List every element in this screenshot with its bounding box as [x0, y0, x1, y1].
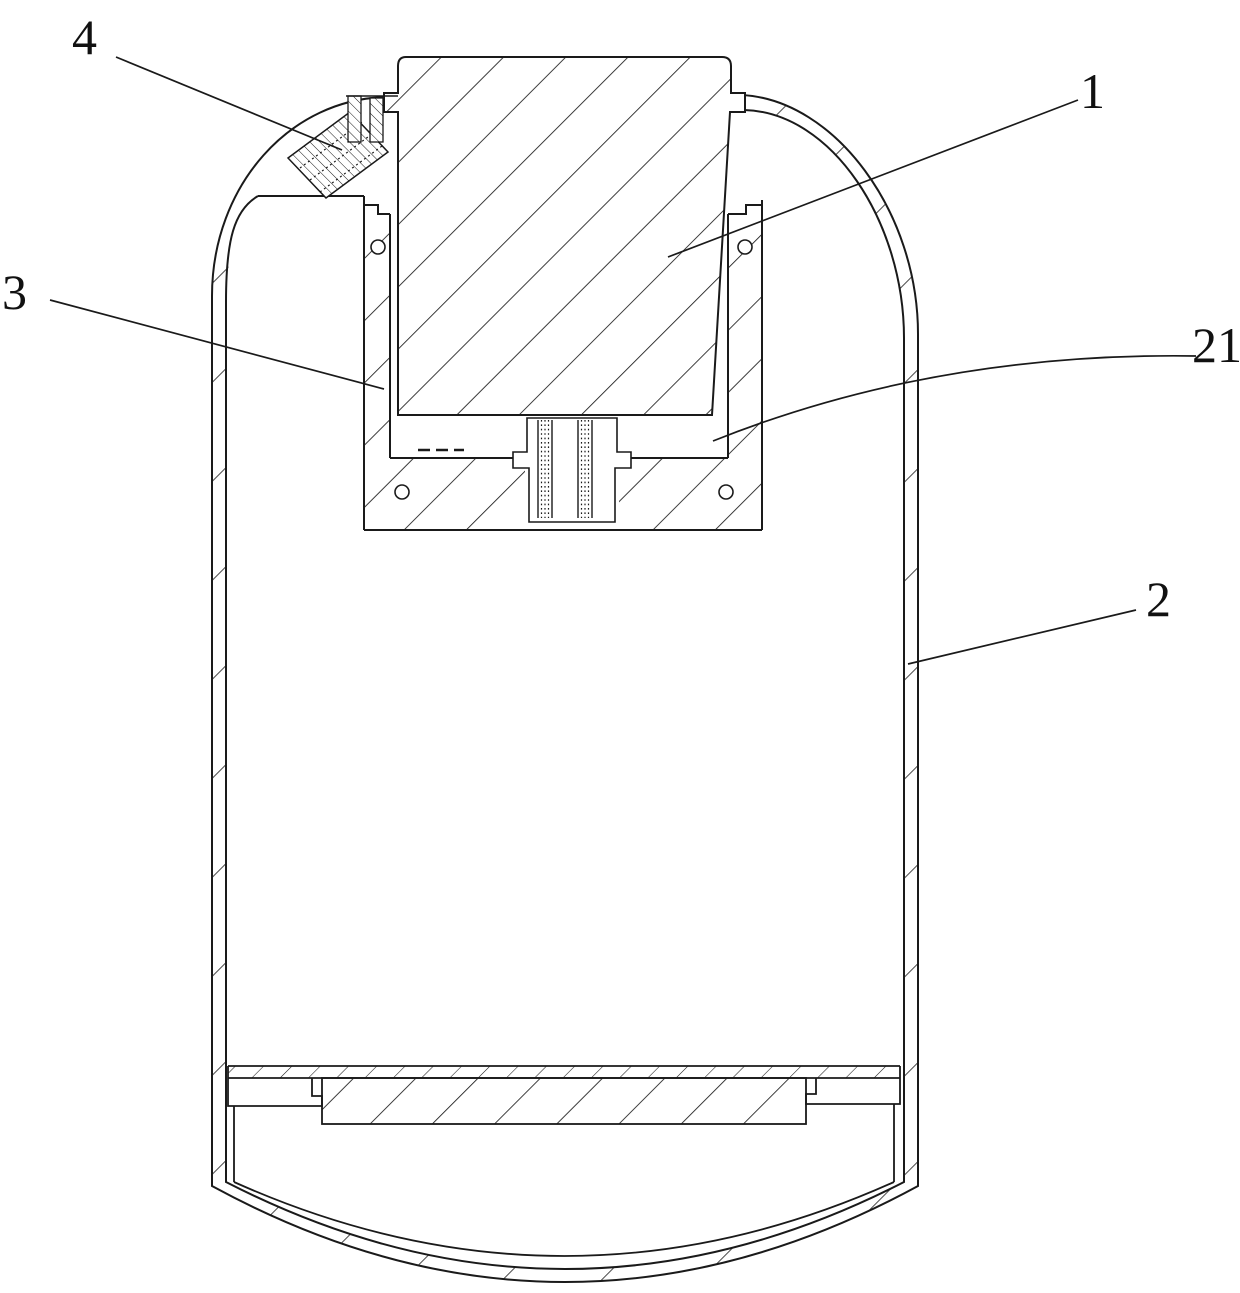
fastener-body-hatch [286, 111, 390, 199]
shell-left-wall-hatch [212, 296, 226, 1186]
shell-right-wall-hatch [904, 338, 918, 1186]
leader-line-1 [667, 99, 1079, 258]
label-1: 1 [1080, 63, 1105, 119]
leader-line-4 [115, 56, 343, 151]
connector-stipple-left [540, 420, 550, 518]
cup-bottom-band-left-hatch [364, 458, 525, 530]
bolt-hole-top-right [737, 239, 753, 255]
bolt-hole-bottom-left [394, 484, 410, 500]
connector-stipple-right [580, 420, 590, 518]
leader-line-21 [712, 354, 1197, 442]
main-block [383, 56, 746, 416]
label-2: 2 [1146, 571, 1171, 627]
bottom-plate-assembly [227, 1065, 901, 1257]
bolt-hole-bottom-right [718, 484, 734, 500]
label-21: 21 [1192, 317, 1240, 373]
block-body-hatch [383, 56, 746, 416]
left-step-outline [227, 1078, 323, 1107]
shell-bottom-hatch [212, 1182, 918, 1282]
fastener-tab-1-hatch [347, 95, 362, 143]
liner-walls [233, 1104, 895, 1182]
leader-line-2 [907, 609, 1137, 665]
connector-outline [512, 417, 632, 523]
reference-numerals: 4 1 3 21 2 [2, 9, 1240, 627]
shell-right-shoulder-hatch [742, 95, 918, 338]
liner-bottom-arc [233, 1181, 895, 1257]
connector-slot-lines [537, 420, 593, 518]
fastener-tab-2-hatch [369, 97, 384, 143]
leader-lines [49, 56, 1197, 665]
fastener [286, 95, 398, 199]
cup-bottom-band-right-hatch [619, 458, 762, 530]
thin-plate-hatch [228, 1066, 900, 1078]
bottom-band-hatch [321, 1077, 807, 1125]
cup-outline [363, 196, 763, 531]
holder-cup [363, 196, 763, 531]
shell-outer-line [211, 94, 919, 1283]
right-step-outline [805, 1078, 901, 1105]
label-3: 3 [2, 264, 27, 320]
vessel-shell [211, 94, 919, 1283]
shell-inner-line [225, 109, 905, 1270]
center-connector [512, 417, 632, 523]
label-4: 4 [72, 9, 97, 65]
shell-left-shoulder-hatch [212, 97, 390, 300]
bolt-hole-top-left [370, 239, 386, 255]
leader-line-3 [49, 299, 385, 390]
